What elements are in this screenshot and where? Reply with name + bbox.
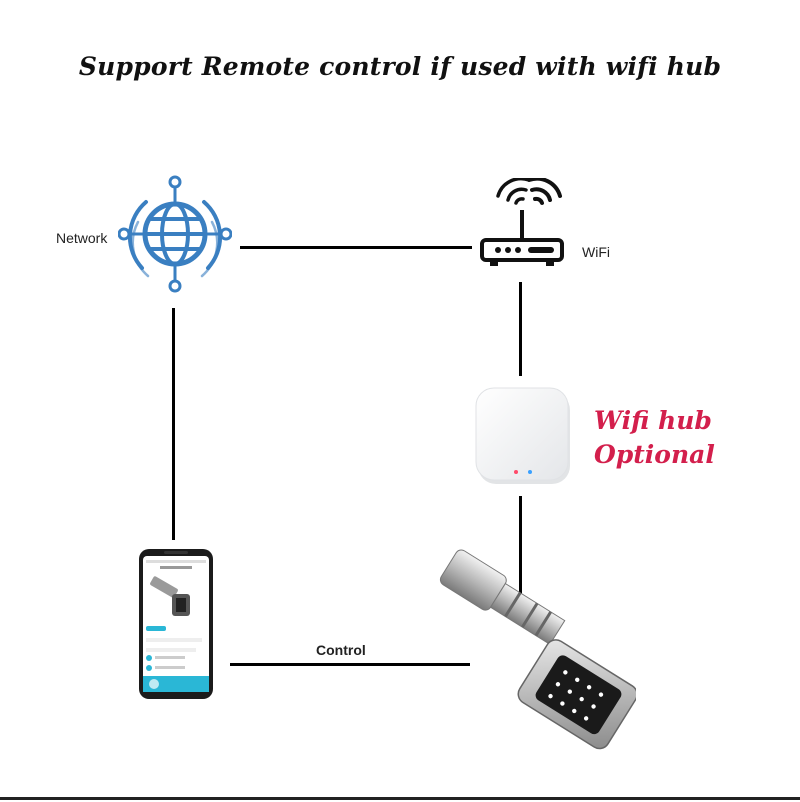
smart-lock-cylinder xyxy=(439,549,636,750)
bottom-divider xyxy=(0,797,800,800)
wifi-hub-label-line1: Wifi hub xyxy=(594,406,712,435)
connector-hub-lock xyxy=(519,496,522,608)
network-label: Network xyxy=(56,230,108,246)
globe-network-icon xyxy=(118,175,232,293)
smartphone-app xyxy=(139,549,213,699)
page-title: Support Remote control if used with wifi… xyxy=(78,52,722,81)
wifi-hub-label-line2: Optional xyxy=(594,440,715,469)
wifi-hub-label: Wifi hub Optional xyxy=(594,404,715,472)
wifi-label: WiFi xyxy=(582,244,610,260)
connector-phone-lock xyxy=(230,663,470,666)
connector-network-wifi xyxy=(240,246,472,249)
control-label: Control xyxy=(316,642,366,658)
wifi-router-icon xyxy=(480,178,564,266)
connector-network-phone xyxy=(172,308,175,540)
connector-wifi-hub xyxy=(519,282,522,376)
wifi-hub-device xyxy=(475,387,570,484)
